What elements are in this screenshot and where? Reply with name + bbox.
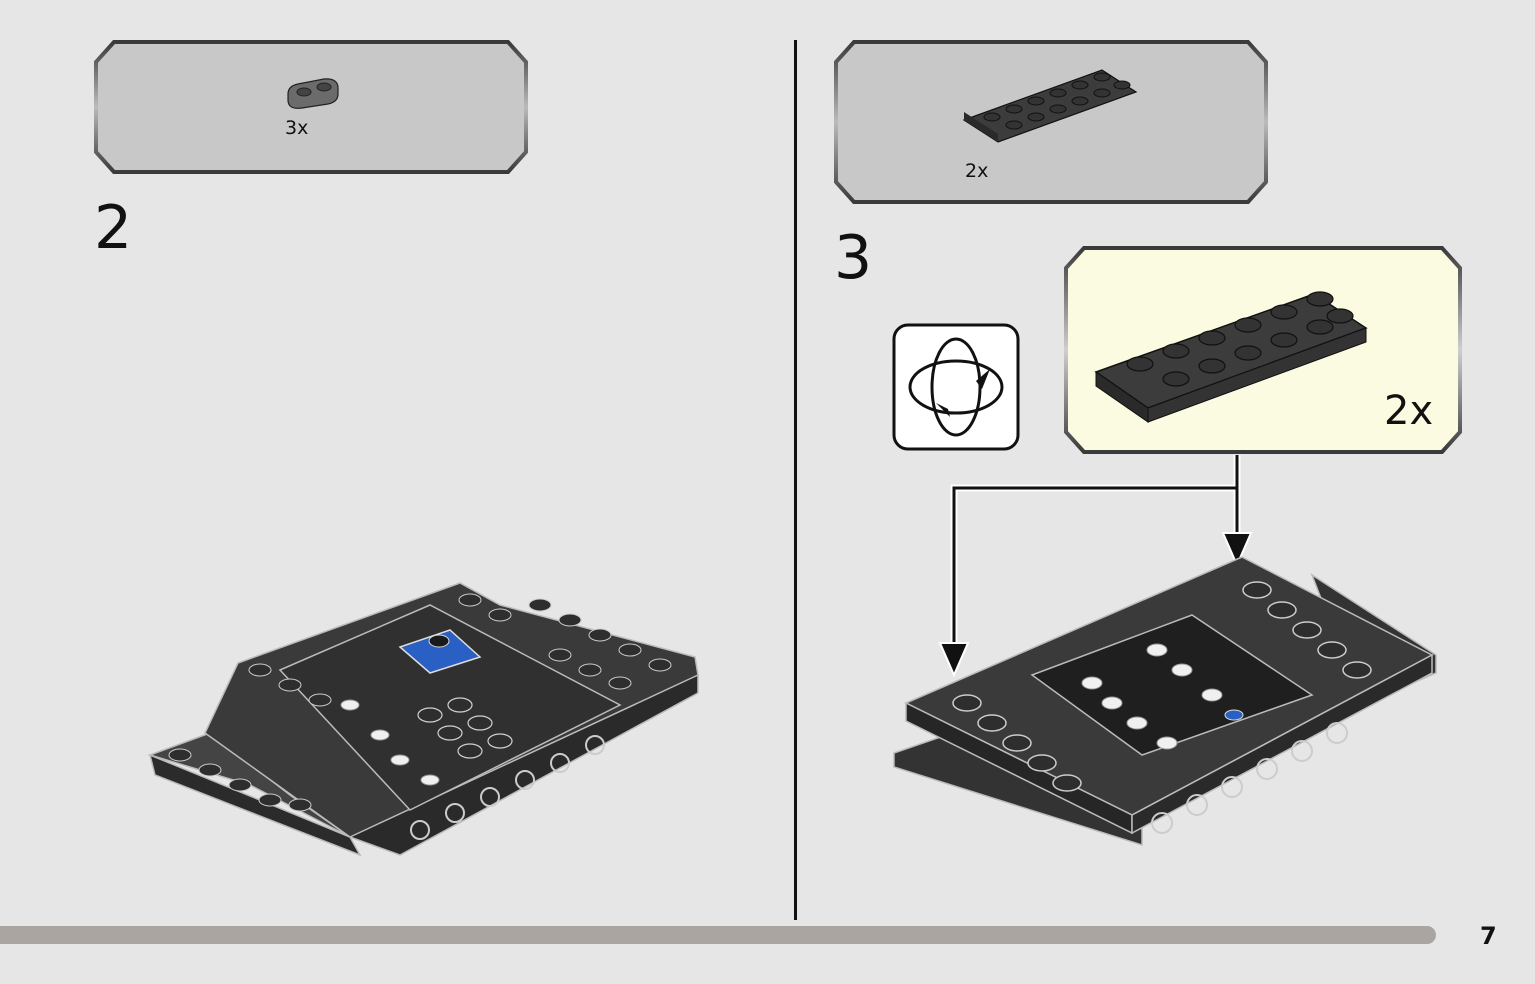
step-2-part-quantity: 3x [285, 117, 309, 139]
placement-arrows [938, 455, 1253, 678]
2x6-plate-icon [962, 69, 1138, 143]
rounded-1x2-plate-icon [287, 78, 339, 109]
step-2-number: 2 [94, 193, 133, 263]
step-3-number: 3 [834, 223, 873, 293]
page-number: 7 [1480, 922, 1497, 950]
progress-bar [0, 926, 1436, 944]
subassembly-quantity: 2x [1384, 388, 1434, 434]
subassembly-2x6-plate-icon [1094, 291, 1368, 423]
step-2-model-illustration [147, 582, 699, 857]
rotate-model-icon [892, 323, 1020, 451]
step-3-model-illustration [893, 556, 1437, 847]
page-divider [794, 40, 797, 920]
step-3-part-quantity: 2x [965, 160, 989, 182]
